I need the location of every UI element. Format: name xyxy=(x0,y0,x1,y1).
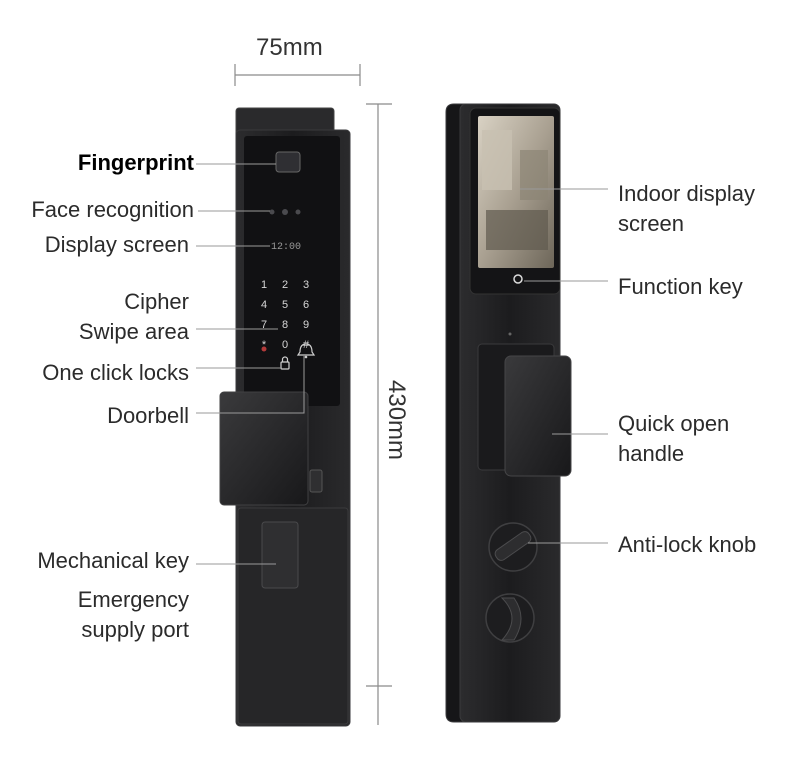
key-2[interactable]: 2 xyxy=(282,279,288,291)
label-doorbell: Doorbell xyxy=(107,403,189,428)
key-6[interactable]: 6 xyxy=(303,299,309,311)
width-label: 75mm xyxy=(256,34,323,61)
mechanical-key-cover[interactable] xyxy=(261,521,299,589)
thumb-turn[interactable] xyxy=(485,593,535,643)
face-camera xyxy=(269,209,301,215)
label-face-recognition: Face recognition xyxy=(31,197,194,222)
front-handle[interactable] xyxy=(219,391,309,506)
anti-lock-knob[interactable] xyxy=(488,522,538,572)
function-key[interactable] xyxy=(513,274,523,284)
label-cipher: Cipher xyxy=(124,289,189,314)
key-4[interactable]: 4 xyxy=(261,299,267,311)
display-clock: 12:00 xyxy=(271,242,301,253)
label-supply-port: supply port xyxy=(81,617,189,642)
width-dimension xyxy=(234,64,361,86)
label-mechanical-key: Mechanical key xyxy=(37,548,189,573)
label-emergency: Emergency xyxy=(77,587,189,612)
label-display-screen: Display screen xyxy=(44,232,189,257)
key-0[interactable]: 0 xyxy=(282,339,288,351)
height-label: 430mm xyxy=(383,380,410,461)
label-handle: handle xyxy=(618,441,685,466)
fingerprint-sensor[interactable] xyxy=(275,151,301,173)
lock-icon[interactable] xyxy=(280,356,290,370)
card-reader-dot xyxy=(261,346,267,352)
label-fingerprint: Fingerprint xyxy=(77,150,194,175)
label-indoor-display-screen: screen xyxy=(618,211,685,236)
label-swipe-area: Swipe area xyxy=(78,319,189,344)
key-7[interactable]: 7 xyxy=(261,319,267,331)
key-5[interactable]: 5 xyxy=(282,299,288,311)
label-function-key: Function key xyxy=(618,274,743,299)
doorbell-icon[interactable] xyxy=(296,343,316,359)
height-dimension xyxy=(366,103,392,725)
label-quick-open: Quick open xyxy=(618,411,730,436)
back-sensor-dot xyxy=(508,332,512,336)
keypad[interactable]: 1 2 3 4 5 6 7 8 9 * 0 # xyxy=(261,279,310,351)
key-8[interactable]: 8 xyxy=(282,319,288,331)
label-indoor-display: Indoor display xyxy=(618,181,755,206)
leader-lines xyxy=(196,163,608,565)
key-1[interactable]: 1 xyxy=(261,279,267,291)
handle-pivot xyxy=(309,469,323,493)
key-hash[interactable]: # xyxy=(303,339,310,351)
indoor-display[interactable] xyxy=(478,116,554,268)
key-star[interactable]: * xyxy=(262,339,267,351)
quick-open-handle[interactable] xyxy=(504,355,572,477)
label-anti-lock-knob: Anti-lock knob xyxy=(618,532,757,557)
key-9[interactable]: 9 xyxy=(303,319,309,331)
key-3[interactable]: 3 xyxy=(303,279,309,291)
label-one-click-locks: One click locks xyxy=(42,360,189,385)
